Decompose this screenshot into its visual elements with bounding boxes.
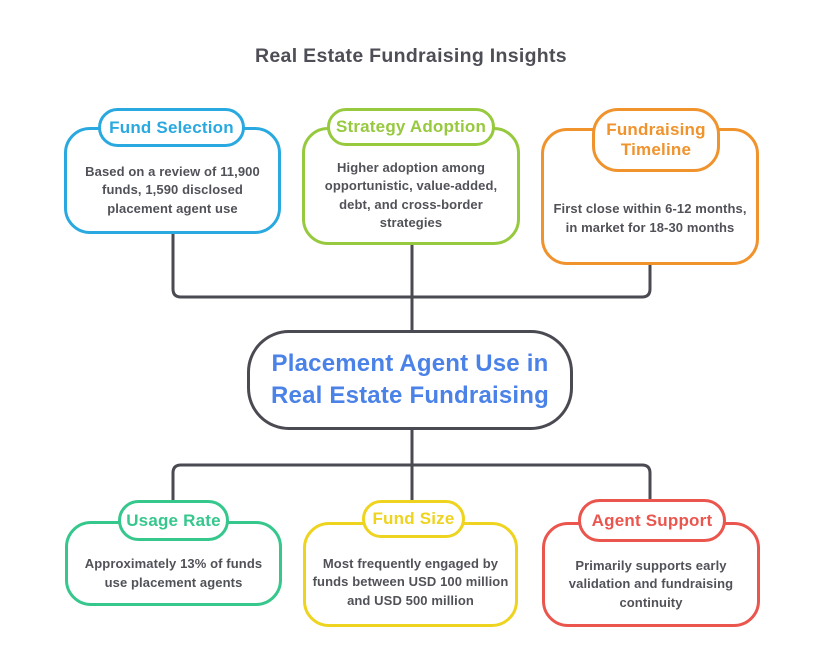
central-node-placement-agent-use: Placement Agent Use in Real Estate Fundr… xyxy=(247,330,573,430)
page-title: Real Estate Fundraising Insights xyxy=(255,45,567,67)
node-body-text: Approximately 13% of funds use placement… xyxy=(84,556,263,590)
node-title: Fund Size xyxy=(372,509,455,529)
node-title: Fund Selection xyxy=(109,117,234,137)
node-title: Usage Rate xyxy=(126,510,221,530)
node-title-pill-fund-selection: Fund Selection xyxy=(98,108,245,147)
node-body-text: Primarily supports early validation and … xyxy=(568,557,734,610)
node-body-text: Based on a review of 11,900 funds, 1,590… xyxy=(85,163,260,216)
node-title: Strategy Adoption xyxy=(335,117,487,137)
node-agent-support: Primarily supports early validation and … xyxy=(542,522,760,627)
node-title-pill-usage-rate: Usage Rate xyxy=(118,500,229,541)
node-title: Fundraising Timeline xyxy=(606,120,706,159)
node-title: Agent Support xyxy=(591,510,713,530)
central-node-line1: Placement Agent Use in xyxy=(271,350,549,378)
node-title-pill-fund-size: Fund Size xyxy=(362,500,465,538)
central-node-line2: Real Estate Fundraising xyxy=(271,382,549,409)
node-body-text: First close within 6-12 months, in marke… xyxy=(553,201,747,235)
node-title-pill-strategy-adoption: Strategy Adoption xyxy=(327,108,495,146)
node-title-pill-fundraising-timeline: Fundraising Timeline xyxy=(592,108,720,172)
node-title-pill-agent-support: Agent Support xyxy=(578,499,726,542)
node-body-text: Most frequently engaged by funds between… xyxy=(312,555,509,608)
node-body-text: Higher adoption among opportunistic, val… xyxy=(324,159,498,230)
node-strategy-adoption: Higher adoption among opportunistic, val… xyxy=(302,127,520,245)
connector-bottom-bracket xyxy=(171,463,652,500)
